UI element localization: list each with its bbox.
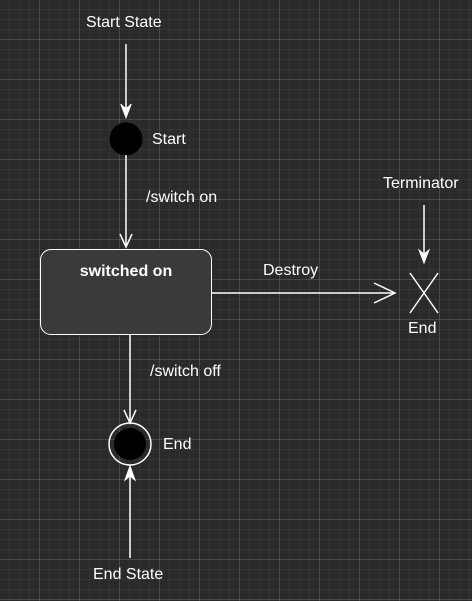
terminator-label: Terminator xyxy=(383,175,459,192)
start-node-label: Start xyxy=(152,131,186,148)
switched-on-state-title: switched on xyxy=(79,263,173,280)
end-state-label: End State xyxy=(93,566,164,583)
end-node-label: End xyxy=(163,436,192,453)
terminator-arrowhead xyxy=(417,248,431,265)
switched-on-state[interactable]: switched on xyxy=(40,249,212,335)
destroy-label: Destroy xyxy=(263,262,319,279)
terminator-node-label: End xyxy=(408,320,437,337)
switch-off-label: /switch off xyxy=(150,363,221,380)
start-state-arrowhead-fill xyxy=(121,104,131,117)
switch-on-arrowhead xyxy=(119,233,133,249)
destroy-arrowhead xyxy=(373,282,397,304)
terminator-x-line-2[interactable] xyxy=(409,272,439,314)
start-node[interactable] xyxy=(109,122,143,156)
end-state-arrowhead xyxy=(123,464,137,482)
end-node[interactable] xyxy=(114,428,146,460)
start-state-label: Start State xyxy=(86,14,162,31)
switch-on-label: /switch on xyxy=(146,189,218,206)
